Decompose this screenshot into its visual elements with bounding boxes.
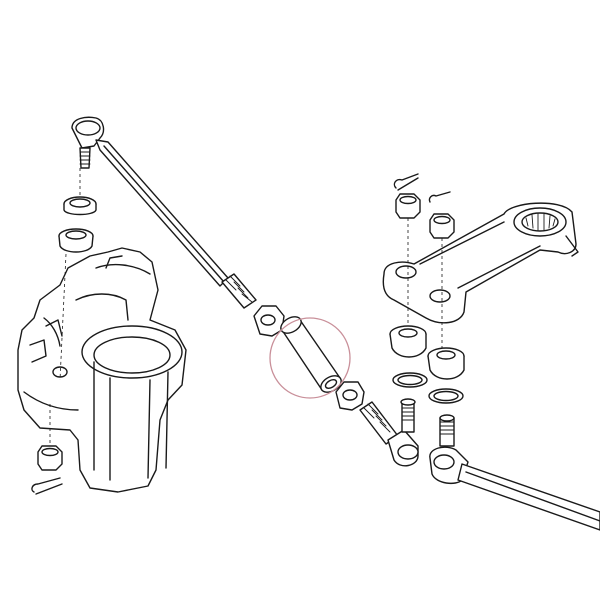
snap-ring-right-a xyxy=(392,372,428,388)
jam-nut-lower xyxy=(335,381,365,411)
ball-stud-right-b xyxy=(439,414,455,447)
boot-right-b xyxy=(427,347,465,380)
highlight-circle xyxy=(269,317,351,399)
tie-rod-right-long xyxy=(429,446,600,531)
cotter-pin-upper xyxy=(393,173,419,191)
ball-stud-right-a xyxy=(400,398,416,433)
boot-right-a xyxy=(389,325,427,358)
boot-left xyxy=(58,228,94,253)
castle-nut-upper-a xyxy=(395,193,421,219)
drag-link-rod xyxy=(95,139,257,309)
castle-nut-upper-b xyxy=(429,213,455,239)
pitman-arm xyxy=(382,202,579,324)
steering-knuckle-housing xyxy=(17,247,187,493)
castle-nut-left xyxy=(37,445,63,471)
cotter-pin-upper-b xyxy=(428,191,451,203)
cotter-pin-left xyxy=(31,477,63,495)
tie-rod-end-right xyxy=(359,401,419,467)
dust-seal-left xyxy=(63,196,97,216)
snap-ring-right-b xyxy=(428,388,464,404)
